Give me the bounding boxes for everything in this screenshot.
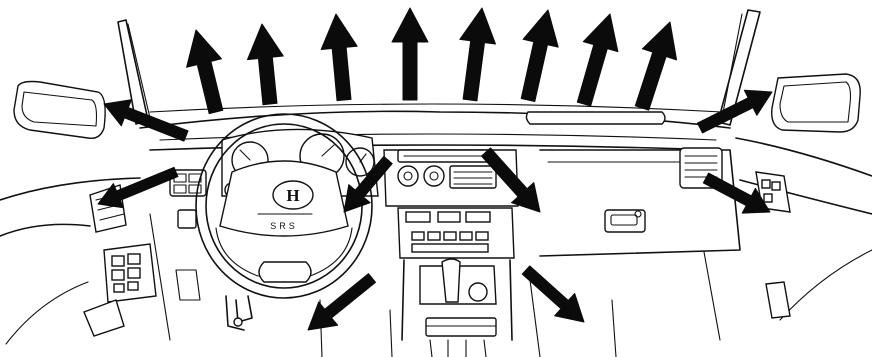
arrow-windshield-4 xyxy=(392,8,428,100)
arrow-windshield-6 xyxy=(521,10,558,102)
arrow-floor-left xyxy=(308,274,376,330)
center-stack xyxy=(384,150,518,357)
right-door-panel xyxy=(704,138,872,340)
arrow-left-vent-out xyxy=(98,167,178,207)
emblem-letter: H xyxy=(286,186,299,205)
arrow-windshield-1 xyxy=(187,30,223,114)
left-side-mirror xyxy=(14,82,105,139)
arrow-left-side-window xyxy=(104,100,188,141)
airbag-label: SRS xyxy=(270,221,298,231)
arrow-windshield-7 xyxy=(577,14,618,106)
right-side-mirror xyxy=(772,74,861,132)
arrow-windshield-8 xyxy=(635,22,676,110)
arrow-windshield-3 xyxy=(321,14,357,101)
arrow-windshield-5 xyxy=(460,8,496,101)
arrow-windshield-2 xyxy=(248,24,284,105)
glove-box-latch xyxy=(605,210,645,232)
